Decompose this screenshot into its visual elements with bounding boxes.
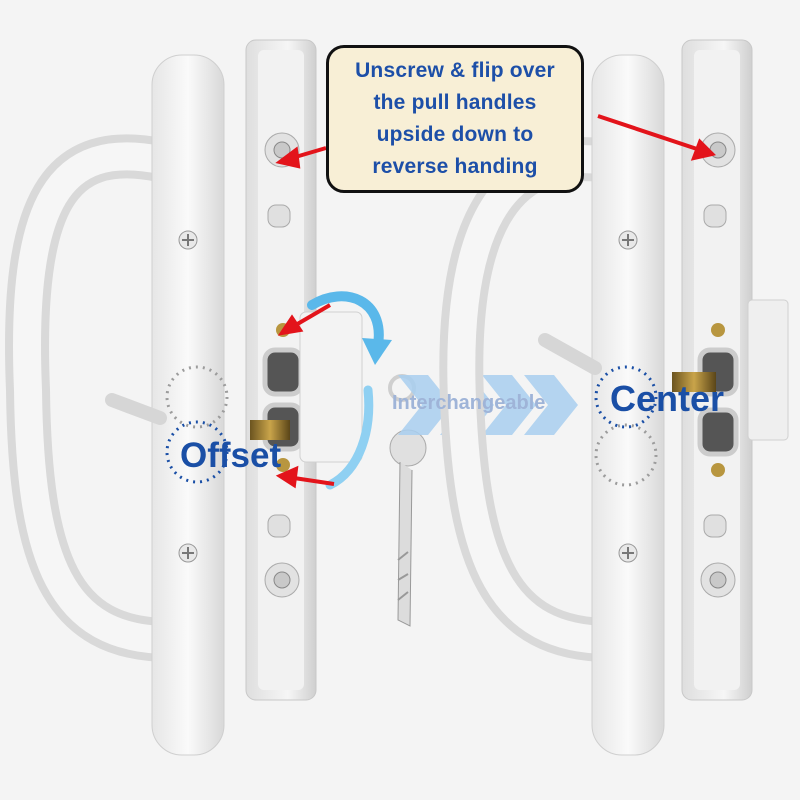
- red-pointer-arrows: [275, 114, 716, 489]
- left-handle-set: [5, 39, 363, 756]
- offset-position-circle: [165, 365, 229, 429]
- offset-label: Offset: [180, 436, 282, 475]
- right-lever: [538, 333, 602, 375]
- callout-line-3: upside down to: [376, 123, 534, 146]
- rotate-arrow-icon: [307, 291, 384, 350]
- center-position-circle: [594, 365, 658, 429]
- center-label: Center: [610, 378, 725, 419]
- right-handle-set: [439, 39, 789, 756]
- left-front-plate: [151, 54, 225, 756]
- callout-line-4: reverse handing: [372, 155, 538, 178]
- callout-line-2: the pull handles: [373, 91, 537, 114]
- interchangeable-label: Interchangeable: [392, 392, 546, 414]
- left-lever: [105, 393, 167, 425]
- key-icon: [388, 374, 427, 627]
- offset-position-circle: [165, 420, 229, 484]
- callout-line-1: Unscrew & flip over: [355, 59, 555, 82]
- right-front-plate: [591, 54, 665, 756]
- center-position-circle: [594, 423, 658, 487]
- instruction-callout: Unscrew & flip over the pull handles ups…: [326, 45, 584, 193]
